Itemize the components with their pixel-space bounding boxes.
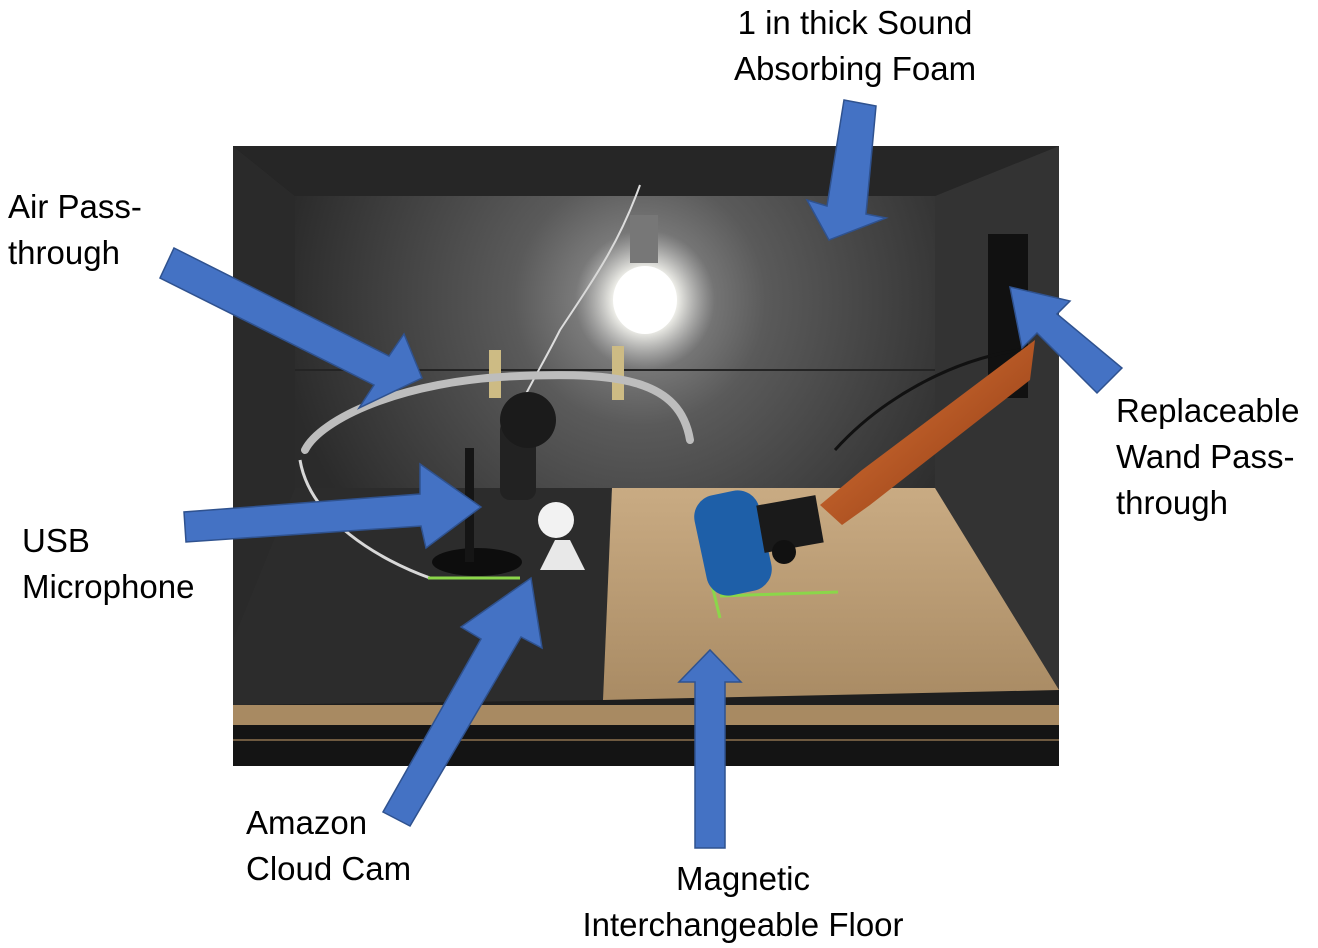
wand-pass-through-label: Replaceable Wand Pass- through [1116,392,1300,521]
wand-arrow [1009,286,1124,395]
magnetic-floor-label: Magnetic Interchangeable Floor [582,860,904,943]
air-arrow [159,246,423,410]
test-enclosure-photo [233,146,1059,766]
floor-arrow [677,648,743,849]
foam-label: 1 in thick Sound Absorbing Foam [733,4,977,87]
foam-arrow [805,99,889,241]
air-pass-through-label: Air Pass- through [8,188,142,271]
usb-arrow [183,462,483,550]
usb-microphone-label: USB Microphone [22,522,195,605]
cloud-cam-label: Amazon Cloud Cam [246,804,412,887]
cam-arrow [381,576,543,827]
